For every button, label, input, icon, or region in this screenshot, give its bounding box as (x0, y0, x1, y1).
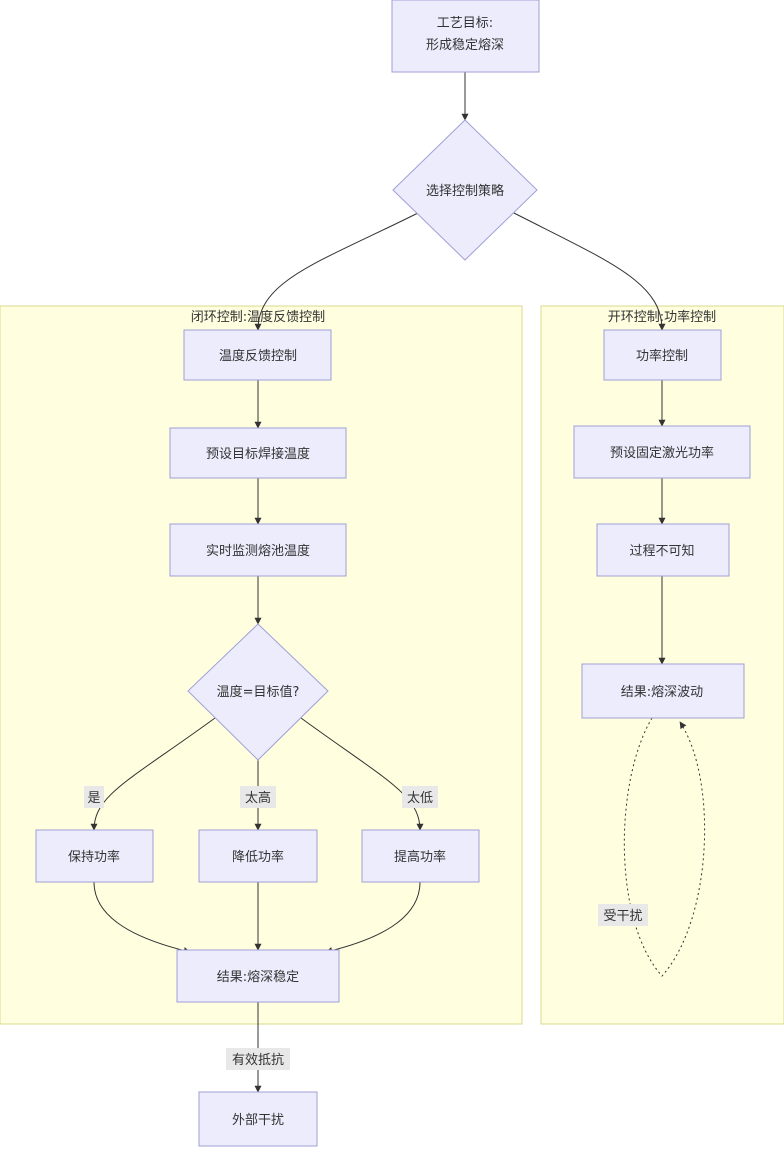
node-raise: 提高功率 (361, 829, 480, 883)
node-power-ctrl: 功率控制 (603, 329, 722, 381)
node-keep: 保持功率 (35, 829, 154, 883)
edge-strategy-closed (254, 211, 421, 331)
node-raise-label: 提高功率 (394, 849, 446, 865)
node-goal-line1: 工艺目标: (437, 16, 493, 31)
edge-label-too-low: 太低 (402, 786, 438, 808)
node-preset-temp: 预设目标焊接温度 (169, 427, 347, 479)
edge-keep-stable (93, 881, 191, 954)
edge-raise-stable (325, 881, 421, 954)
node-preset-power-label: 预设固定激光功率 (610, 445, 714, 461)
cluster-closed-loop-title: 闭环控制:温度反馈控制 (191, 309, 325, 325)
edge-label-too-high: 太高 (240, 786, 276, 808)
node-lower-label: 降低功率 (232, 849, 284, 865)
edge-label-disturbed: 受干扰 (598, 904, 648, 926)
node-goal-line2: 形成稳定熔深 (426, 37, 504, 53)
node-monitor: 实时监测熔池温度 (169, 523, 347, 577)
node-disturb-label: 外部干扰 (232, 1113, 284, 1128)
node-fluct: 结果:熔深波动 (581, 663, 745, 719)
node-monitor-label: 实时监测熔池温度 (206, 543, 310, 559)
node-preset-temp-label: 预设目标焊接温度 (206, 446, 310, 462)
node-strategy-label: 选择控制策略 (426, 183, 504, 199)
node-stable-label: 结果:熔深稳定 (217, 969, 299, 985)
node-check: 温度=目标值? (187, 623, 329, 761)
node-goal: 工艺目标: 形成稳定熔深 (391, 0, 540, 73)
node-disturb: 外部干扰 (198, 1091, 318, 1147)
node-power-ctrl-label: 功率控制 (636, 348, 688, 364)
edge-label-resist: 有效抵抗 (226, 1048, 290, 1070)
node-stable: 结果:熔深稳定 (176, 949, 340, 1003)
edge-label-too-low-text: 太低 (407, 791, 433, 806)
node-lower: 降低功率 (198, 829, 318, 883)
node-keep-label: 保持功率 (68, 849, 120, 865)
edge-label-resist-text: 有效抵抗 (232, 1053, 284, 1068)
node-strategy: 选择控制策略 (392, 119, 538, 261)
cluster-open-loop-title: 开环控制:功率控制 (608, 309, 716, 325)
edge-label-disturbed-text: 受干扰 (603, 909, 642, 924)
edge-strategy-open (511, 211, 666, 331)
node-preset-power: 预设固定激光功率 (573, 425, 751, 479)
node-unknown-label: 过程不可知 (629, 543, 694, 559)
edge-label-too-high-text: 太高 (245, 790, 271, 806)
edge-fluct-loop (623, 717, 706, 977)
edge-label-yes-text: 是 (87, 791, 100, 806)
edge-label-yes: 是 (84, 786, 104, 808)
edge-check-raise (300, 717, 424, 831)
edge-check-keep (90, 717, 216, 831)
node-check-label: 温度=目标值? (217, 684, 300, 700)
node-temp-feedback: 温度反馈控制 (183, 329, 332, 381)
node-fluct-label: 结果:熔深波动 (621, 685, 703, 700)
node-temp-feedback-label: 温度反馈控制 (219, 348, 297, 364)
node-unknown: 过程不可知 (596, 523, 730, 577)
